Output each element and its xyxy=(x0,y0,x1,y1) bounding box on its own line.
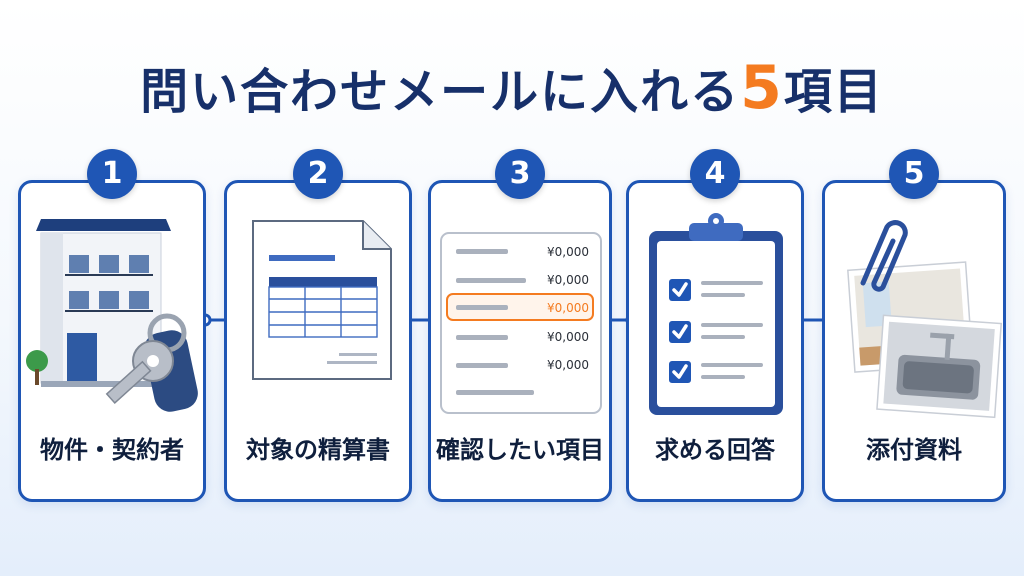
building-icon xyxy=(26,219,171,387)
step-number-2: 2 xyxy=(293,149,343,199)
step-label-3: 確認したい項目 xyxy=(436,436,604,464)
photos-icon xyxy=(847,261,1003,419)
amount-highlighted: ¥0,000 xyxy=(547,301,589,315)
document-icon xyxy=(252,220,392,380)
title-text: 問い合わせメールに入れる xyxy=(140,64,741,120)
amount-1: ¥0,000 xyxy=(547,245,589,259)
amount-5: ¥0,000 xyxy=(547,358,589,372)
amount-2: ¥0,000 xyxy=(547,273,589,287)
page-title: 問い合わせメールに入れる5項目 xyxy=(0,52,1024,123)
step-card-5: 添付資料 xyxy=(822,180,1006,502)
step-label-1: 物件・契約者 xyxy=(40,436,184,464)
step-label-5: 添付資料 xyxy=(866,436,962,464)
amount-4: ¥0,000 xyxy=(547,330,589,344)
title-suffix: 項目 xyxy=(783,64,884,120)
step-card-1: 物件・契約者 xyxy=(18,180,206,502)
statement-icon xyxy=(440,232,602,414)
title-number: 5 xyxy=(740,53,784,123)
step-card-4: 求める回答 xyxy=(626,180,804,502)
step-number-1: 1 xyxy=(87,149,137,199)
step-card-3: ¥0,000 ¥0,000 ¥0,000 ¥0,000 ¥0,000 確認したい… xyxy=(428,180,612,502)
paperclip-icon xyxy=(860,220,908,292)
step-label-4: 求める回答 xyxy=(655,436,775,464)
clipboard-checklist-icon xyxy=(649,213,783,415)
step-number-4: 4 xyxy=(690,149,740,199)
keys-icon xyxy=(105,313,198,412)
step-card-2: 対象の精算書 xyxy=(224,180,412,502)
step-number-5: 5 xyxy=(889,149,939,199)
step-label-2: 対象の精算書 xyxy=(246,436,390,464)
step-number-3: 3 xyxy=(495,149,545,199)
